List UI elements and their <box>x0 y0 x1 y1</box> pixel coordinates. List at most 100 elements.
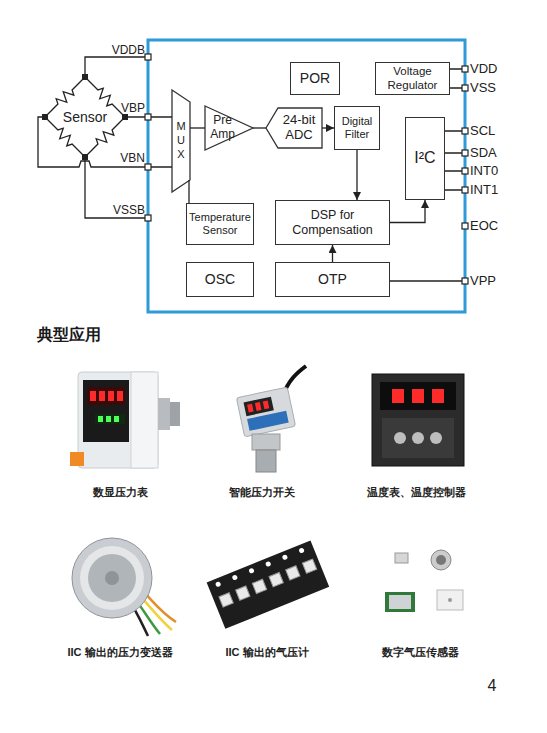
connector <box>390 200 425 223</box>
pin-name: VSS <box>470 81 496 95</box>
mux-trapezoid: MUX <box>172 90 190 192</box>
node-text: MUX <box>174 120 188 161</box>
process-box: OSC <box>186 262 254 297</box>
pressure-switch-image <box>236 366 306 472</box>
process-box: Voltage Regulator <box>375 62 450 95</box>
device-side <box>131 372 158 468</box>
digital-barometer-image <box>385 550 463 612</box>
pin-square <box>462 187 468 193</box>
node-text-box: OSC <box>187 263 253 296</box>
knob <box>412 432 424 444</box>
node-text: Voltage Regulator <box>380 65 445 91</box>
node-text: I²C <box>414 149 435 167</box>
wire <box>445 131 465 190</box>
pin-square <box>462 150 468 156</box>
node-text: POR <box>300 70 330 86</box>
node-text-box: MUX <box>172 90 190 192</box>
pin-square <box>462 168 468 174</box>
pressure-gauge-image <box>70 372 180 468</box>
tape-hole <box>215 581 222 588</box>
bridge-wires <box>41 57 465 281</box>
pin-square <box>145 164 151 170</box>
display-segment <box>255 402 262 411</box>
connector <box>332 245 333 262</box>
process-box: Temperature Sensor <box>186 203 254 245</box>
connector <box>38 117 172 167</box>
pin-name: VPP <box>470 274 496 288</box>
caption: IIC 输出的压力变送器 <box>67 646 172 658</box>
chip <box>236 586 250 600</box>
bridge-nodes <box>42 74 128 160</box>
caption: IIC 输出的气压计 <box>225 646 308 658</box>
chip <box>302 559 316 573</box>
chip <box>252 579 266 593</box>
housing <box>236 387 295 437</box>
pin-name: EOC <box>470 219 498 233</box>
junction-dot <box>82 74 88 80</box>
connector <box>322 127 334 128</box>
sensor-package <box>395 553 408 563</box>
wire <box>390 280 465 281</box>
pin-square <box>462 223 468 229</box>
display-segment <box>98 416 103 422</box>
adc-block: 24-bit ADC <box>266 108 322 148</box>
display-segment <box>263 400 270 409</box>
interface-box: I²C <box>405 117 445 200</box>
pin-name: SCL <box>470 124 495 138</box>
switch-head <box>236 387 295 437</box>
node-text: OTP <box>318 271 347 287</box>
display-window <box>87 387 125 405</box>
sensor-port <box>436 555 446 565</box>
display-segment <box>90 391 96 401</box>
chip <box>286 566 300 580</box>
pin-name: INT0 <box>470 164 498 178</box>
sensor-port <box>105 571 119 585</box>
process-box: POR <box>290 62 340 95</box>
pin-square <box>462 278 468 284</box>
display <box>380 382 456 410</box>
node-text-box: DSP for Compensation <box>276 201 389 244</box>
temperature-controller-image <box>372 374 464 466</box>
barometer-tape-image <box>207 540 330 628</box>
panel <box>247 411 289 431</box>
node-text-box: Voltage Regulator <box>376 63 449 94</box>
pin-name: VBP <box>121 102 145 115</box>
fitting-thread <box>170 402 180 426</box>
tape-hole <box>232 574 239 581</box>
shape-outline <box>172 90 190 192</box>
wire <box>85 57 148 77</box>
pins <box>145 54 468 284</box>
sensor-package <box>437 590 463 610</box>
display-segment <box>392 389 404 403</box>
node-text-box: I²C <box>406 118 444 199</box>
panel <box>372 374 464 466</box>
fitting <box>158 398 170 430</box>
pin-square <box>145 54 151 60</box>
tape-hole <box>282 554 289 561</box>
chip-outline <box>148 40 465 312</box>
node-text-box: POR <box>291 63 339 94</box>
tape-hole <box>248 568 255 575</box>
pin-name: VSSB <box>113 204 145 217</box>
hex-nut <box>252 434 280 450</box>
pin-square <box>145 215 151 221</box>
display-segment <box>247 404 254 413</box>
knob <box>394 432 406 444</box>
chip <box>269 573 283 587</box>
node-text: Temperature Sensor <box>187 211 253 236</box>
pressure-transmitter-image <box>72 538 176 636</box>
tape-hole <box>265 561 272 568</box>
shape-outline <box>205 106 253 150</box>
caption: 智能压力开关 <box>229 486 295 498</box>
caption: 数显压力表 <box>93 486 148 498</box>
node-text: 24-bit ADC <box>276 113 322 143</box>
connector <box>356 150 357 200</box>
caption: 温度表、温度控制器 <box>367 486 466 498</box>
sensor-lid <box>389 595 411 609</box>
pin-name: INT1 <box>470 183 498 197</box>
node-text: OSC <box>205 271 235 287</box>
section-title: 典型应用 <box>37 326 101 344</box>
display-window <box>95 414 125 424</box>
wire <box>85 157 148 218</box>
